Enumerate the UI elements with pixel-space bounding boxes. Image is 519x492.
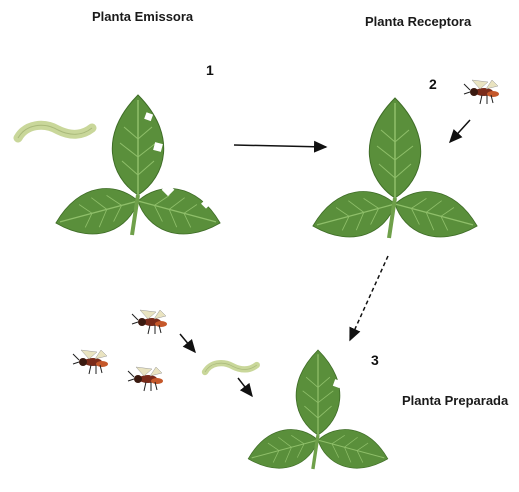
step-number-1: 1: [206, 62, 214, 78]
arrow-wasps-to-caterpillar: [180, 334, 195, 352]
prepared-plant: [243, 350, 392, 477]
step-number-3: 3: [371, 352, 379, 368]
arrow-caterpillar-to-prepared: [238, 378, 252, 396]
receiver-plant: [307, 98, 483, 247]
caterpillar-icon: [205, 363, 257, 372]
dashed-arrow-receiver-to-prepared: [350, 256, 388, 340]
arrow-emitter-to-receiver: [234, 145, 326, 147]
emitter-plant: [50, 95, 226, 244]
label-receiver-plant: Planta Receptora: [365, 14, 471, 29]
wasp-icon: [128, 367, 163, 391]
wasp-icon: [73, 350, 108, 374]
wasp-icon: [132, 310, 167, 334]
label-emitter-plant: Planta Emissora: [92, 9, 193, 24]
wasp-icon: [464, 80, 499, 104]
arrow-wasp-to-receiver: [450, 120, 470, 142]
label-prepared-plant: Planta Preparada: [402, 393, 508, 408]
caterpillar-icon: [18, 125, 92, 138]
step-number-2: 2: [429, 76, 437, 92]
